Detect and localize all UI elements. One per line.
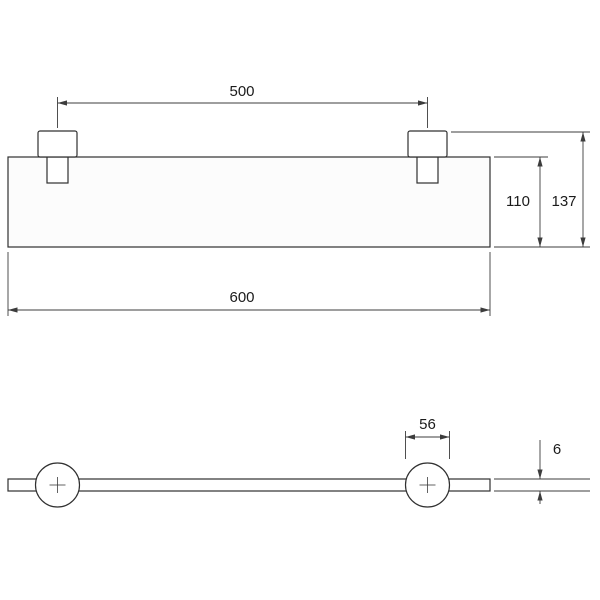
dim-mount-diameter: 56 [405, 416, 450, 459]
dim-glass-height: 110 [494, 156, 548, 247]
arrowhead [8, 307, 18, 313]
dim-total-height: 137 [451, 131, 590, 248]
front-view: 500 600 110 [7, 83, 590, 316]
arrowhead [405, 434, 415, 440]
dim-glass-thickness-label: 6 [553, 441, 561, 458]
arrowhead [537, 491, 543, 501]
dim-glass-thickness: 6 [494, 440, 590, 504]
plan-view: 56 6 [7, 416, 590, 508]
dim-mount-spacing-label: 500 [229, 83, 254, 100]
right-mount-stem [416, 156, 439, 184]
dim-total-width: 600 [7, 252, 491, 316]
left-mount-stem [46, 156, 69, 184]
arrowhead [418, 100, 428, 106]
dim-total-width-label: 600 [229, 289, 254, 306]
arrowhead [537, 469, 543, 479]
arrowhead [480, 307, 490, 313]
arrowhead [580, 132, 586, 142]
shelf-plan-outline [7, 478, 491, 492]
dim-mount-spacing: 500 [57, 83, 428, 128]
arrowhead [537, 237, 543, 247]
arrowhead [580, 237, 586, 247]
left-mount-cap [37, 130, 78, 158]
dim-glass-height-label: 110 [506, 193, 530, 210]
arrowhead [57, 100, 67, 106]
center-mark [419, 477, 436, 493]
shelf-front-outline [7, 156, 491, 248]
dim-mount-diameter-label: 56 [419, 416, 436, 433]
right-mount-cap [407, 130, 448, 158]
center-mark [49, 477, 66, 493]
arrowhead [440, 434, 450, 440]
dim-total-height-label: 137 [551, 193, 576, 210]
arrowhead [537, 157, 543, 167]
